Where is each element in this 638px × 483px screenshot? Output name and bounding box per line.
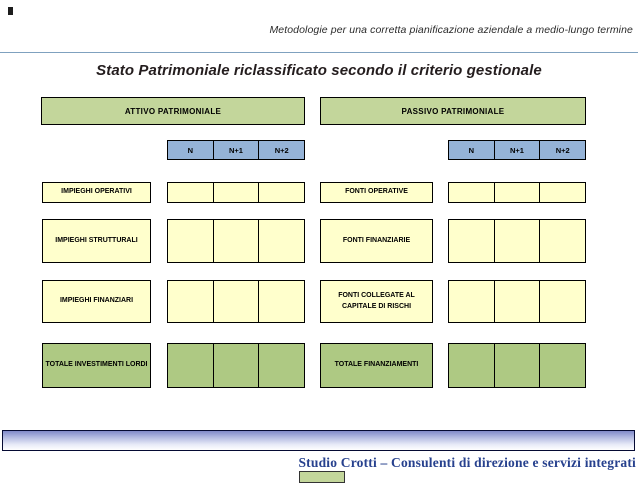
row-cells-impieghi-finanziari — [167, 280, 305, 323]
data-cell — [258, 183, 304, 202]
data-cell — [212, 281, 259, 322]
data-cell — [493, 344, 540, 387]
data-cell — [539, 281, 585, 322]
row-cells-fonti-finanziarie — [448, 219, 586, 263]
slide-header-note: Metodologie per una corretta pianificazi… — [269, 24, 633, 36]
data-cell — [258, 220, 304, 262]
row-label-totale-investimenti-lordi: TOTALE INVESTIMENTI LORDI — [42, 343, 151, 388]
footer-green-chip — [299, 471, 345, 483]
passivo-panel-header: PASSIVO PATRIMONIALE — [320, 97, 586, 125]
data-cell — [258, 344, 304, 387]
data-cell — [212, 220, 259, 262]
data-cell — [449, 220, 494, 262]
row-cells-fonti-operative — [448, 182, 586, 203]
row-label-fonti-operative: FONTI OPERATIVE — [320, 182, 433, 203]
row-cells-totale-investimenti-lordi — [167, 343, 305, 388]
row-cells-impieghi-operativi — [167, 182, 305, 203]
row-cells-impieghi-strutturali — [167, 219, 305, 263]
data-cell — [539, 183, 585, 202]
data-cell — [493, 220, 540, 262]
row-label-fonti-finanziarie: FONTI FINANZIARIE — [320, 219, 433, 263]
data-cell — [449, 344, 494, 387]
data-cell — [212, 183, 259, 202]
attivo-column-headers: N N+1 N+2 — [167, 140, 305, 160]
data-cell — [539, 344, 585, 387]
row-label-impieghi-operativi: IMPIEGHI OPERATIVI — [42, 182, 151, 203]
column-header-n2: N+2 — [539, 141, 585, 159]
row-cells-fonti-collegate-capitale-rischi — [448, 280, 586, 323]
data-cell — [449, 183, 494, 202]
row-label-impieghi-strutturali: IMPIEGHI STRUTTURALI — [42, 219, 151, 263]
data-cell — [493, 183, 540, 202]
data-cell — [493, 281, 540, 322]
data-cell — [168, 220, 213, 262]
attivo-panel-header: ATTIVO PATRIMONIALE — [41, 97, 305, 125]
data-cell — [539, 220, 585, 262]
header-divider-line — [0, 52, 638, 53]
data-cell — [212, 344, 259, 387]
data-cell — [258, 281, 304, 322]
data-cell — [168, 281, 213, 322]
column-header-n: N — [468, 145, 475, 155]
row-cells-totale-finanziamenti — [448, 343, 586, 388]
passivo-column-headers: N N+1 N+2 — [448, 140, 586, 160]
row-label-impieghi-finanziari: IMPIEGHI FINANZIARI — [42, 280, 151, 323]
page-title: Stato Patrimoniale riclassificato second… — [96, 62, 542, 79]
data-cell — [168, 344, 213, 387]
data-cell — [168, 183, 213, 202]
column-header-n1: N+1 — [493, 141, 540, 159]
corner-mark — [8, 7, 13, 15]
footer-gradient-bar — [2, 430, 635, 451]
row-label-fonti-collegate-capitale-rischi: FONTI COLLEGATE AL CAPITALE DI RISCHI — [320, 280, 433, 323]
footer-credit: Studio Crotti – Consulenti di direzione … — [298, 455, 636, 470]
column-header-n: N — [187, 145, 194, 155]
data-cell — [449, 281, 494, 322]
column-header-n1: N+1 — [212, 141, 259, 159]
column-header-n2: N+2 — [258, 141, 304, 159]
row-label-totale-finanziamenti: TOTALE FINANZIAMENTI — [320, 343, 433, 388]
